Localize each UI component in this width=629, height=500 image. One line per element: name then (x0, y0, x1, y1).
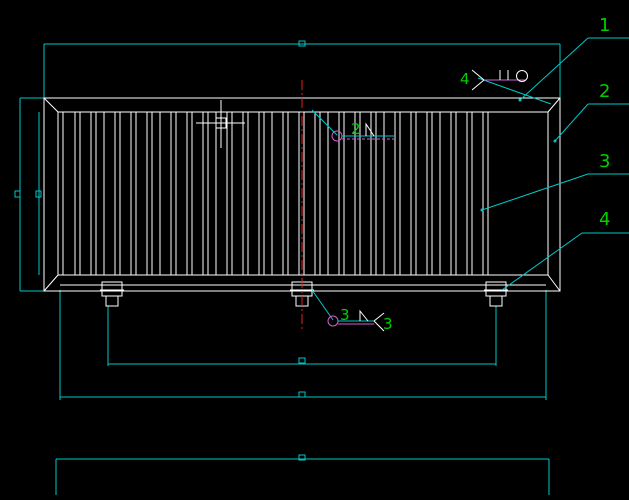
weld-symbol-top (471, 69, 528, 91)
weld-labels: 4 2 3 3 (340, 70, 470, 333)
mounting-feet (100, 281, 508, 307)
dim-marker-top (298, 40, 306, 47)
weld-center-label: 2 (351, 120, 361, 138)
weld-bottom-tail: 3 (383, 315, 393, 333)
weld-bottom-label: 3 (340, 306, 350, 324)
foot-right (484, 281, 508, 307)
callout-3: 3 (599, 151, 610, 172)
dim-marker-bottom (298, 454, 306, 461)
dim-marker-lower (298, 391, 306, 398)
leader-lines (311, 37, 629, 321)
weld-symbol-center (331, 122, 394, 142)
dim-marker-feet (298, 357, 306, 364)
weld-top-label: 4 (460, 70, 470, 88)
crosshair-cursor (196, 100, 245, 148)
inner-frame (57, 111, 549, 276)
dim-marker-left-inner (35, 190, 42, 198)
callout-2: 2 (599, 81, 610, 102)
heat-sink-fins (62, 112, 489, 275)
callout-1: 1 (599, 15, 610, 36)
dim-marker-left-outer (14, 190, 21, 198)
callout-4: 4 (599, 209, 610, 230)
weld-symbol-bottom (327, 309, 385, 332)
leader-dots (480, 98, 557, 212)
foot-left (100, 281, 124, 307)
dimension-lines (14, 40, 561, 495)
callout-labels: 1 2 3 4 (599, 15, 610, 230)
